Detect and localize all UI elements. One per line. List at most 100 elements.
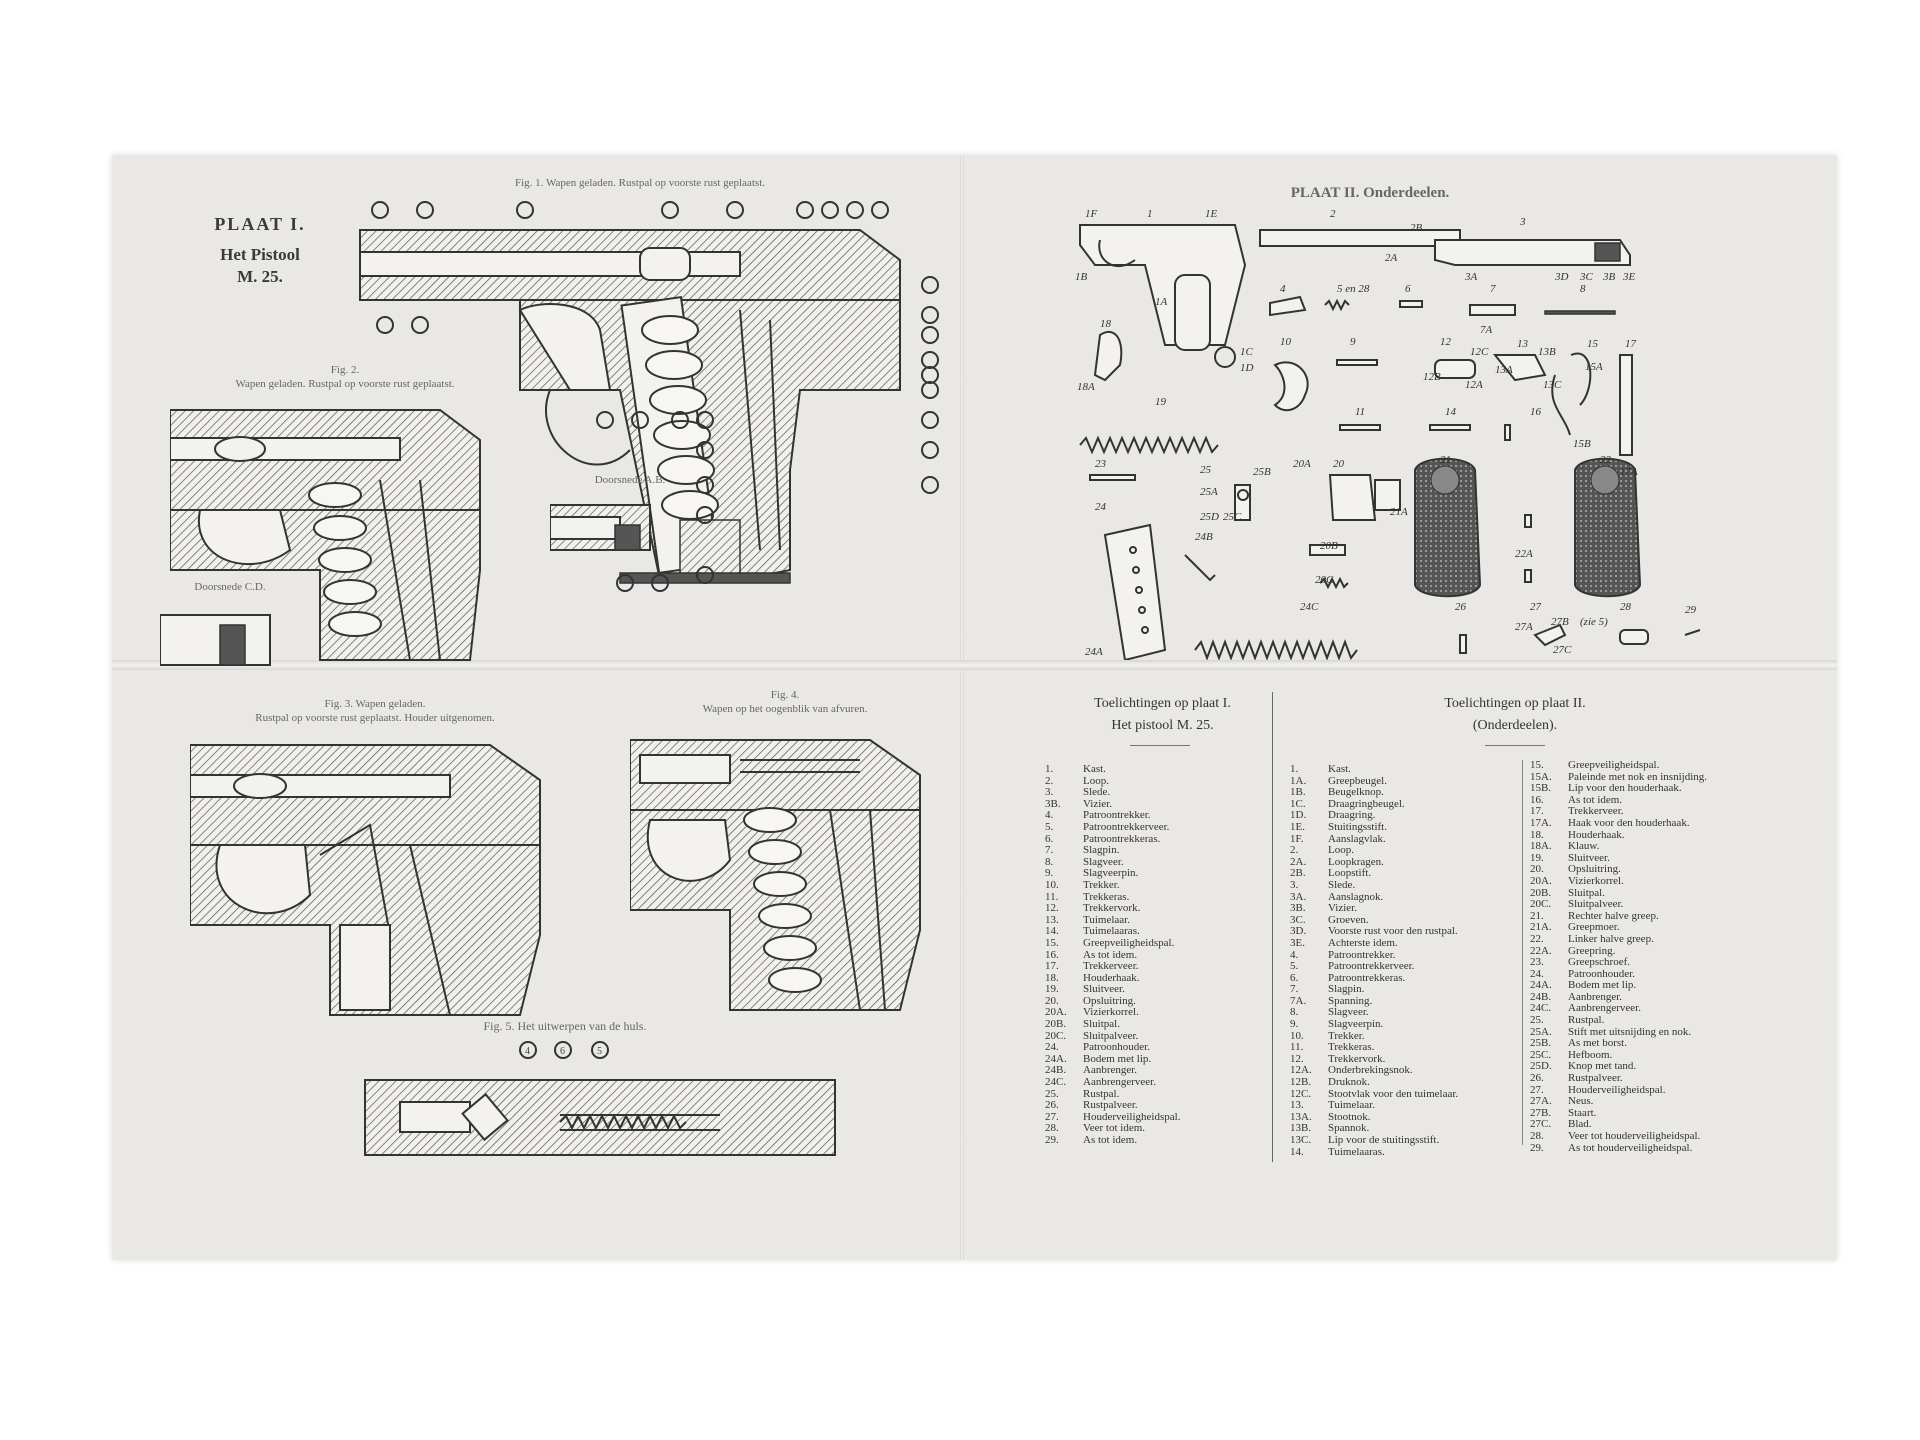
legend-number: 2. xyxy=(1290,844,1299,857)
plate2-label-8: 8 xyxy=(1580,283,1586,295)
plate2-label-3D: 3D xyxy=(1554,271,1569,283)
legend-text: Knop met tand. xyxy=(1568,1060,1637,1073)
legend-text: Veer tot idem. xyxy=(1083,1122,1146,1135)
legend-text: Rustpalveer. xyxy=(1568,1072,1623,1085)
plate2-label-3E: 3E xyxy=(1622,271,1636,283)
plate2-label-20C: 20C xyxy=(1315,574,1334,586)
plate2-label-4: 4 xyxy=(1280,283,1286,295)
fig2-pistol-section-drawing xyxy=(170,409,481,661)
notes1-divider xyxy=(1130,745,1190,746)
legend-row: 20A.Vizierkorrel. xyxy=(1530,874,1790,888)
legend-text: Sluitpalveer. xyxy=(1083,1029,1139,1042)
legend-number: 15. xyxy=(1530,759,1544,771)
plate2-label-27A: 27A xyxy=(1515,621,1533,633)
legend-row: 14. Tuimelaaras. xyxy=(1290,1145,1535,1159)
legend-number: 20A. xyxy=(1530,874,1552,887)
legend-number: 7. xyxy=(1290,983,1299,996)
legend-number: 3B. xyxy=(1290,902,1306,915)
legend-number: 18A. xyxy=(1530,840,1552,853)
legend-number: 24. xyxy=(1045,1041,1059,1054)
legend-text: Patroontrekker. xyxy=(1083,809,1151,822)
legend-row: 28. Veer tot idem. xyxy=(1045,1123,1275,1135)
legend-text: Aanslagnok. xyxy=(1328,890,1384,903)
legend-number: 12. xyxy=(1045,902,1059,915)
legend-row: 13A.Stootnok. xyxy=(1290,1111,1535,1124)
legend-row: 3D.Voorste rust voor den rustpal. xyxy=(1290,926,1535,938)
legend-number: 28. xyxy=(1045,1122,1059,1135)
plate2-label-12B: 12B xyxy=(1423,371,1441,383)
legend-number: 3A. xyxy=(1290,890,1307,903)
plate1-title: PLAAT I. xyxy=(214,214,306,234)
legend-number: 25B. xyxy=(1530,1037,1552,1050)
legend-text: Trekker. xyxy=(1328,1029,1365,1042)
legend-number: 11. xyxy=(1045,890,1059,903)
legend-number: 21A. xyxy=(1530,921,1552,934)
legend-row: 6.Patroontrekkeras. xyxy=(1290,972,1535,985)
legend-text: As tot houderveiligheidspal. xyxy=(1568,1141,1693,1154)
legend-number: 3. xyxy=(1045,786,1054,799)
legend-text: Greepschroef. xyxy=(1568,956,1630,969)
plate2-label-20B: 20B xyxy=(1320,540,1338,552)
legend-text: Rustpalveer. xyxy=(1083,1099,1138,1112)
legend-text: Aanbrenger. xyxy=(1083,1064,1138,1077)
legend-number: 1A. xyxy=(1290,774,1307,787)
plate2-label-2: 2 xyxy=(1330,208,1336,220)
legend-row: 15.Greepveiligheidspal. xyxy=(1045,936,1275,950)
legend-row: 20B.Sluitpal. xyxy=(1530,887,1790,900)
legend-row: 17.Trekkerveer. xyxy=(1045,960,1275,973)
plate2-label-25D: 25D xyxy=(1200,511,1219,523)
plate2-label-22A: 22A xyxy=(1515,548,1533,560)
legend-number: 6. xyxy=(1045,832,1054,845)
plate2-label-21: 21 xyxy=(1440,454,1451,466)
legend-row: 24.Patroonhouder. xyxy=(1530,967,1790,981)
legend-row: 24B.Aanbrenger. xyxy=(1045,1065,1275,1077)
legend-number: 17A. xyxy=(1530,816,1552,829)
legend-text: Achterste idem. xyxy=(1328,936,1398,949)
legend-number: 15. xyxy=(1045,936,1059,949)
fig5-ejection-drawing: 4 6 5 xyxy=(364,1041,836,1156)
plate2-label-27B: 27B xyxy=(1551,616,1569,628)
legend-row: 12C.Stootvlak voor den tuimelaar. xyxy=(1290,1087,1535,1101)
legend-number: 23. xyxy=(1530,956,1544,969)
legend-row: 16.As tot idem. xyxy=(1045,949,1275,962)
legend-text: Linker halve greep. xyxy=(1568,932,1654,945)
legend-text: Houderhaak. xyxy=(1083,971,1140,984)
legend-row: 20A.Vizierkorrel. xyxy=(1045,1007,1275,1019)
legend-text: Vizier. xyxy=(1328,902,1357,915)
legend-row: 5.Patroontrekkerveer. xyxy=(1045,821,1275,834)
plate2-label-15: 15 xyxy=(1587,338,1599,350)
legend-text: Tuimelaaras. xyxy=(1328,1145,1385,1158)
legend-row: 27B.Staart. xyxy=(1530,1107,1790,1120)
legend-number: 17. xyxy=(1530,805,1544,818)
plate2-label-13: 13 xyxy=(1517,338,1529,350)
legend-number: 13B. xyxy=(1290,1122,1312,1135)
legend-number: 27C. xyxy=(1530,1118,1552,1131)
legend-text: Patroonhouder. xyxy=(1568,967,1635,980)
legend-number: 27. xyxy=(1530,1083,1544,1096)
legend-row: 17. Trekkerveer. xyxy=(1530,806,1790,818)
legend-text: As tot idem. xyxy=(1568,793,1623,806)
notes1-title-1: Toelichtingen op plaat I. xyxy=(1094,696,1231,711)
legend-text: Slagpin. xyxy=(1083,844,1120,857)
legend-text: Trekkerveer. xyxy=(1568,805,1624,818)
legend-number: 14. xyxy=(1045,925,1059,938)
legend-number: 25. xyxy=(1045,1087,1059,1100)
section-cd-drawing xyxy=(160,614,271,666)
legend-number: 24A. xyxy=(1045,1052,1067,1065)
legend-number: 14. xyxy=(1290,1145,1304,1158)
legend-row: 13B.Spannok. xyxy=(1290,1123,1535,1135)
legend-number: 20. xyxy=(1045,994,1059,1007)
legend-text: Slede. xyxy=(1328,878,1356,891)
legend-row: 13.Tuimelaar. xyxy=(1290,1100,1535,1112)
legend-number: 24B. xyxy=(1530,990,1552,1003)
legend-row: 19.Sluitveer. xyxy=(1045,984,1275,996)
plate2-label-22: 22 xyxy=(1600,454,1612,466)
legend-text: Bodem met lip. xyxy=(1568,979,1637,992)
legend-number: 12C. xyxy=(1290,1087,1312,1100)
legend-text: Opsluitring. xyxy=(1568,863,1621,876)
legend-number: 15B. xyxy=(1530,782,1552,795)
legend-text: As tot idem. xyxy=(1083,1134,1138,1146)
legend-row: 12B.Druknok. xyxy=(1290,1076,1535,1089)
notes2-inner-divider xyxy=(1522,760,1523,1145)
legend-row: 18A.Klauw. xyxy=(1530,841,1790,853)
